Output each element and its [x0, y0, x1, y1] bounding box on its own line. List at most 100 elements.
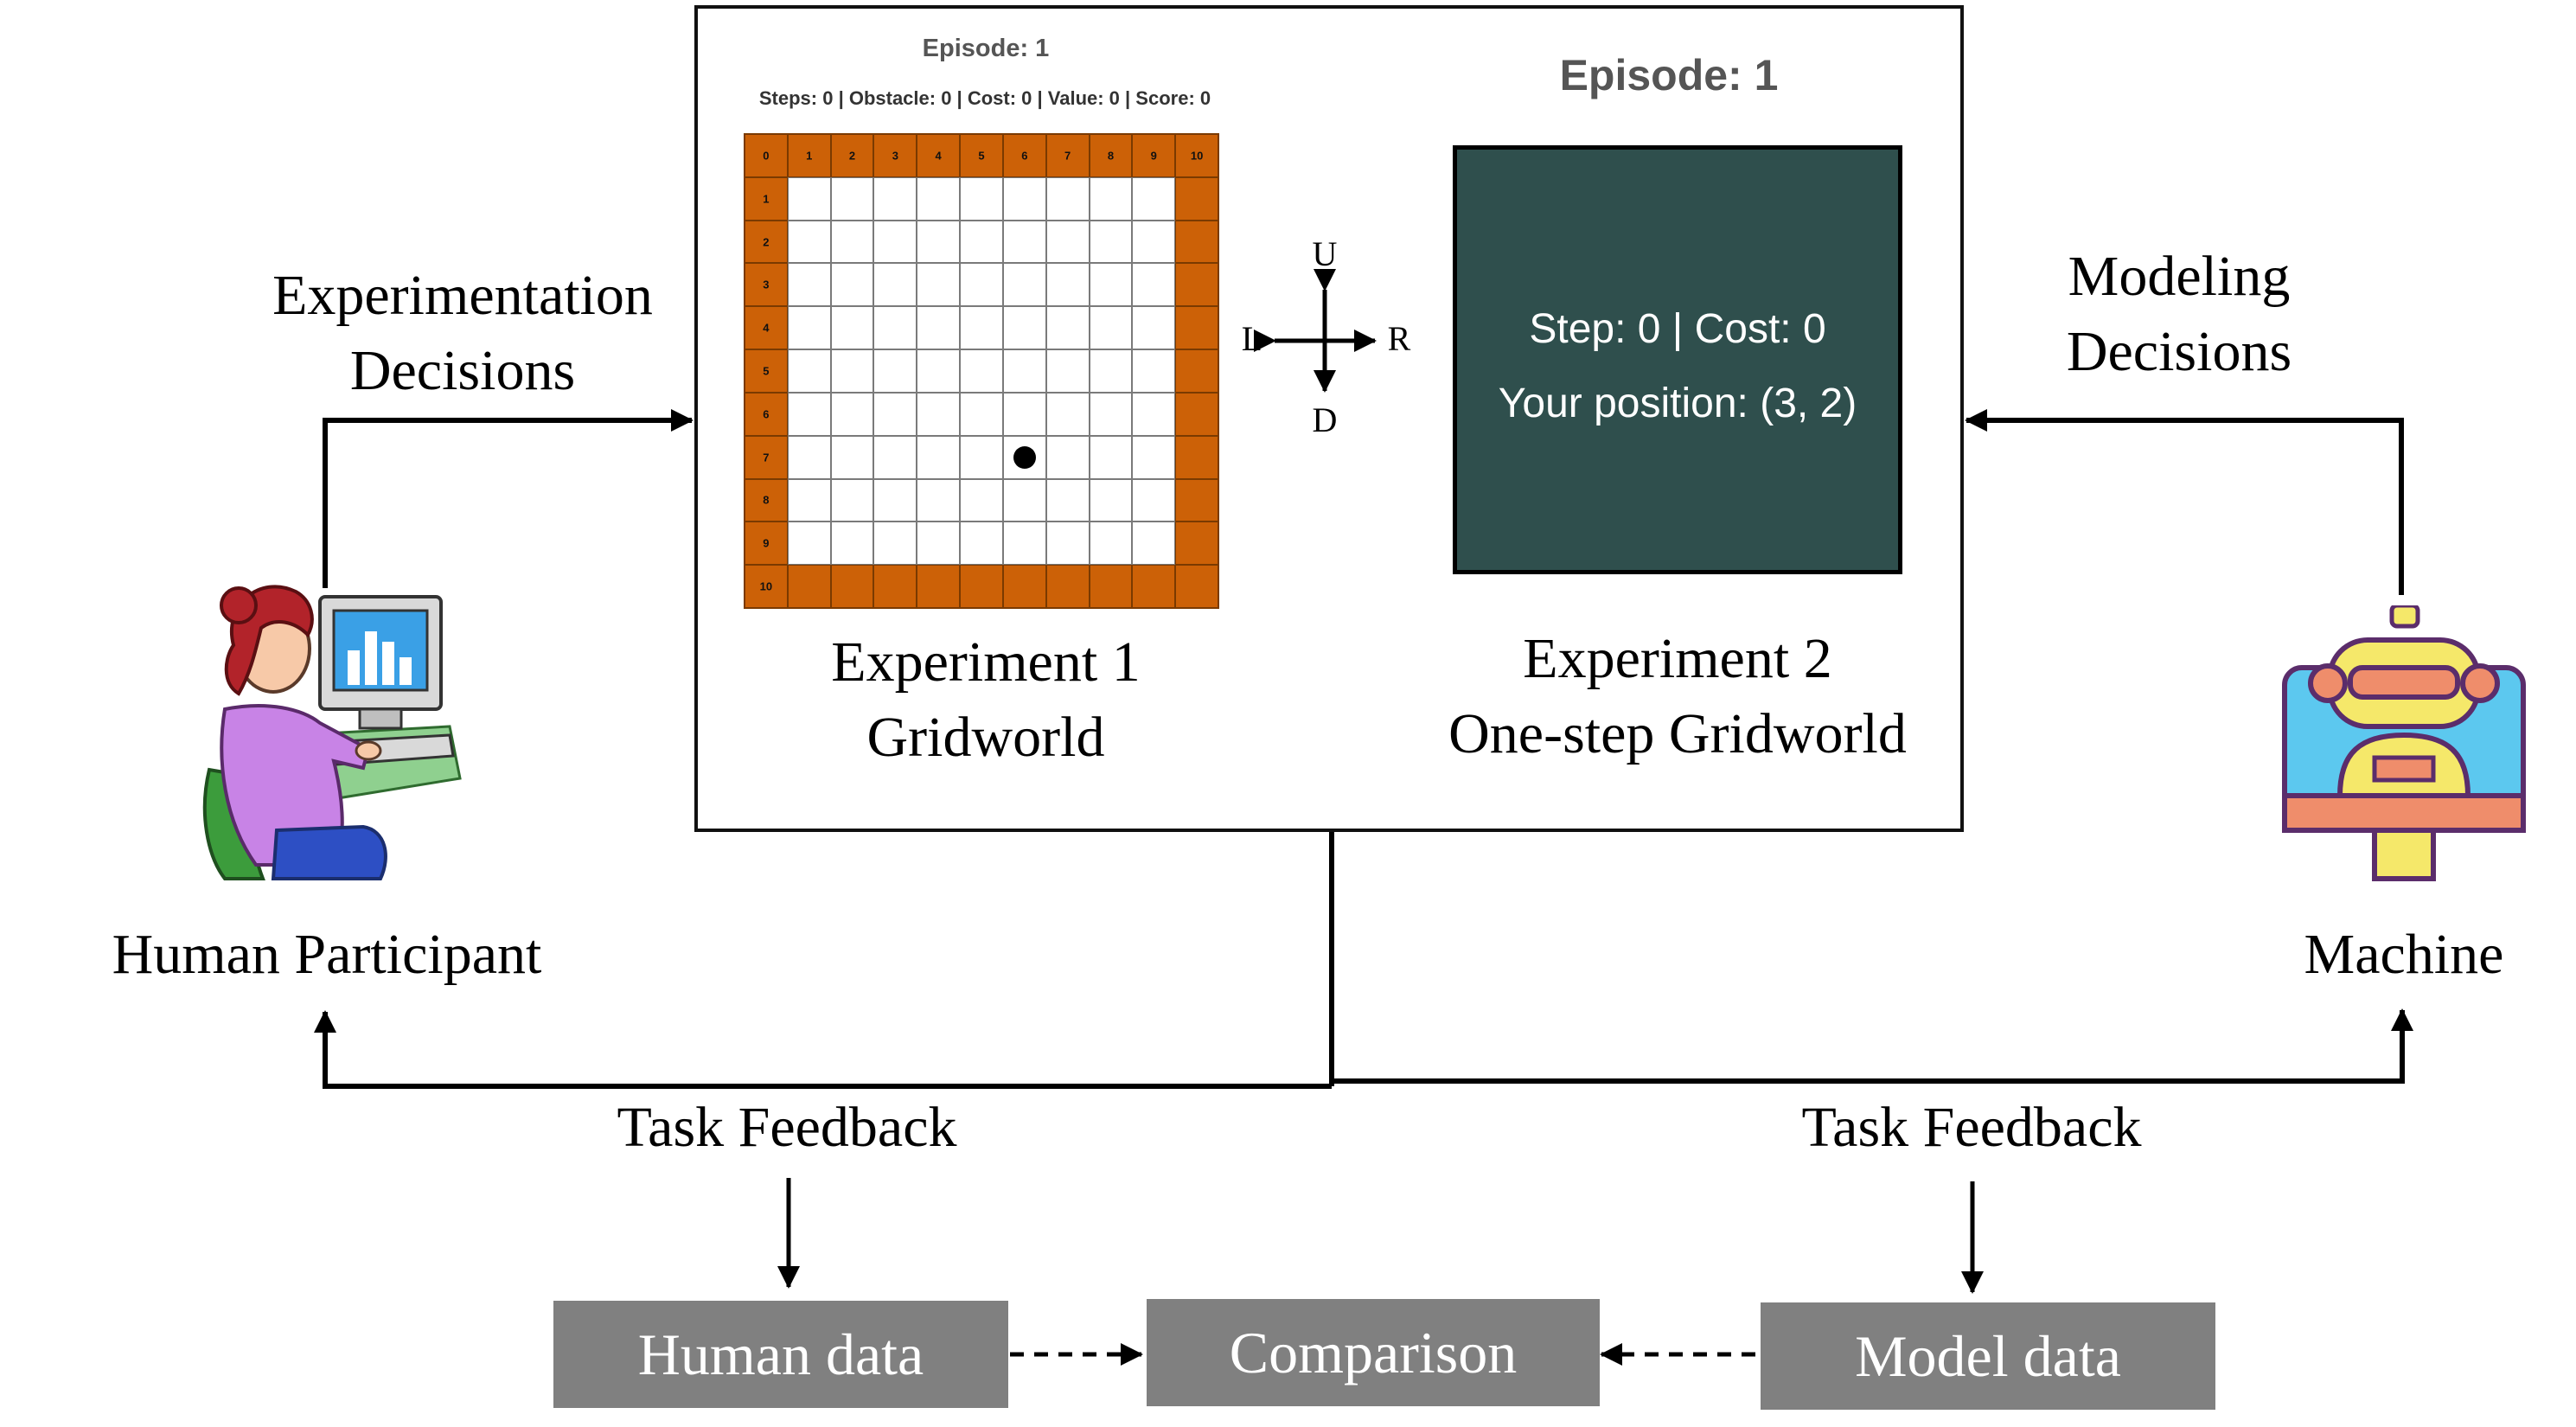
grid-wall-cell: 0	[745, 134, 788, 177]
grid-cell	[1045, 522, 1090, 566]
grid-cell	[1089, 176, 1133, 221]
grid-row-label: 6	[763, 407, 770, 421]
experiment2-caption: Experiment 2 One-step Gridworld	[1392, 621, 1963, 771]
grid-cell	[960, 176, 1003, 221]
grid-cell	[1045, 392, 1090, 436]
grid-cell	[1002, 478, 1046, 522]
grid-wall-cell	[1175, 565, 1218, 608]
grid-cell	[917, 522, 961, 566]
grid-column-label: 0	[763, 149, 770, 163]
grid-cell	[1089, 306, 1133, 350]
modeling-decisions-label: Modeling Decisions	[1989, 239, 2369, 389]
one-step-panel: Step: 0 | Cost: 0 Your position: (3, 2)	[1453, 145, 1902, 574]
arrow-feedback-to-human	[314, 1010, 1332, 1089]
grid-cell	[873, 349, 917, 393]
grid-cell	[1002, 306, 1046, 350]
grid-cell	[1002, 522, 1046, 566]
grid-cell	[1045, 478, 1090, 522]
grid-cell	[1132, 392, 1176, 436]
compass-cross	[1254, 269, 1377, 393]
experiment1-caption-line2: Gridworld	[866, 706, 1105, 770]
grid-wall-cell: 10	[1175, 134, 1218, 177]
experimentation-decisions-line1: Experimentation	[272, 264, 653, 327]
grid-row-label: 4	[763, 321, 770, 335]
grid-cell	[830, 263, 874, 307]
grid-cell	[787, 435, 831, 479]
grid-cell	[1045, 435, 1090, 479]
grid-wall-cell	[787, 565, 831, 608]
grid-wall-cell: 1	[787, 134, 831, 177]
grid-cell	[1089, 220, 1133, 264]
grid-cell	[830, 522, 874, 566]
grid-cell	[960, 392, 1003, 436]
grid-wall-cell	[1175, 392, 1218, 436]
grid-wall-cell: 4	[745, 306, 788, 350]
grid-cell	[917, 349, 961, 393]
grid-column-label: 5	[978, 149, 985, 163]
grid-cell	[917, 392, 961, 436]
grid-cell	[830, 306, 874, 350]
compass-up-label: U	[1312, 234, 1338, 273]
grid-cell	[1045, 263, 1090, 307]
grid-cell	[873, 478, 917, 522]
grid-cell	[830, 220, 874, 264]
grid-cell	[1002, 349, 1046, 393]
grid-wall-cell	[1132, 565, 1176, 608]
grid-wall-cell: 5	[960, 134, 1003, 177]
grid-cell	[1132, 522, 1176, 566]
grid-cell	[873, 522, 917, 566]
experiment1-caption: Experiment 1 Gridworld	[744, 624, 1228, 775]
experiment1-caption-line1: Experiment 1	[831, 630, 1141, 694]
grid-cell	[873, 176, 917, 221]
grid-wall-cell: 9	[1132, 134, 1176, 177]
grid-cell	[1089, 392, 1133, 436]
grid-cell	[917, 263, 961, 307]
grid-column-label: 1	[806, 149, 813, 163]
grid-cell	[787, 522, 831, 566]
human-participant-icon	[202, 585, 462, 880]
grid-wall-cell: 4	[917, 134, 961, 177]
experimentation-decisions-label: Experimentation Decisions	[216, 258, 709, 408]
machine-robot-icon	[2282, 605, 2526, 881]
grid-column-label: 10	[1190, 149, 1204, 163]
grid-wall-cell	[873, 565, 917, 608]
grid-cell	[830, 435, 874, 479]
grid-cell	[1132, 176, 1176, 221]
grid-column-label: 2	[848, 149, 856, 163]
grid-cell	[1002, 435, 1046, 479]
grid-cell	[960, 522, 1003, 566]
grid-cell	[1002, 392, 1046, 436]
grid-cell	[830, 176, 874, 221]
grid-column-label: 4	[935, 149, 942, 163]
compass-right-label: R	[1387, 319, 1411, 358]
grid-cell	[873, 220, 917, 264]
task-feedback-label-left: Task Feedback	[617, 1096, 957, 1159]
human-participant-label: Human Participant	[112, 923, 542, 986]
experiment1-stats: Steps: 0 | Obstacle: 0 | Cost: 0 | Value…	[758, 87, 1211, 109]
compass-down-label: D	[1312, 400, 1338, 439]
grid-cell	[830, 478, 874, 522]
task-feedback-label-right: Task Feedback	[1801, 1096, 2142, 1159]
grid-cell	[917, 435, 961, 479]
grid-cell	[787, 220, 831, 264]
grid-cell	[1089, 349, 1133, 393]
grid-wall-cell	[1175, 220, 1218, 264]
grid-wall-cell: 6	[745, 392, 788, 436]
machine-label: Machine	[2304, 923, 2504, 986]
comparison-box: Comparison	[1147, 1299, 1600, 1406]
grid-cell	[960, 435, 1003, 479]
grid-cell	[1002, 263, 1046, 307]
grid-wall-cell: 2	[745, 220, 788, 264]
grid-cell	[787, 478, 831, 522]
experimentation-decisions-line2: Decisions	[349, 339, 576, 403]
grid-wall-cell	[1045, 565, 1090, 608]
grid-wall-cell: 2	[830, 134, 874, 177]
grid-row-label: 9	[763, 536, 770, 550]
grid-row-label: 8	[763, 493, 770, 507]
grid-cell	[917, 176, 961, 221]
grid-cell	[787, 392, 831, 436]
grid-wall-cell	[1175, 478, 1218, 522]
grid-wall-cell	[1175, 176, 1218, 221]
modeling-decisions-line1: Modeling	[2068, 245, 2291, 308]
grid-cell	[873, 306, 917, 350]
